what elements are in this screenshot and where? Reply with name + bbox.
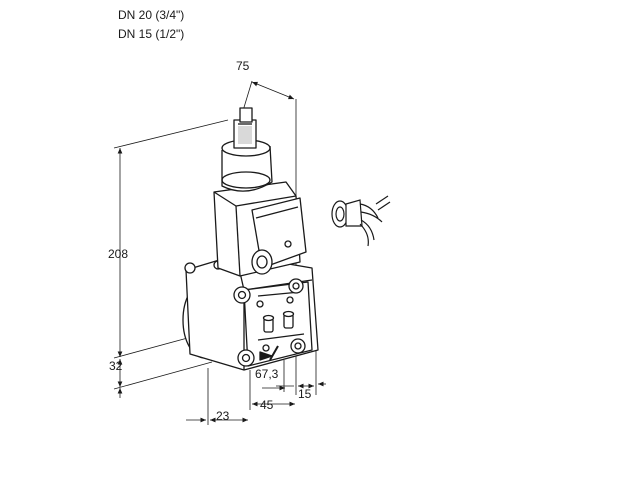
dimension-labels: 75 208 32 67,3 15 45 23 — [108, 59, 312, 423]
dim-label-67-3: 67,3 — [255, 367, 279, 381]
dim-label-15: 15 — [298, 387, 312, 401]
title-line-dn20: DN 20 (3/4") — [118, 8, 185, 22]
plug-cable-wires — [359, 203, 383, 247]
dim-label-23: 23 — [216, 409, 230, 423]
flow-arrow-icon — [259, 351, 273, 361]
title-line-dn15: DN 15 (1/2") — [118, 27, 185, 41]
solenoid-actuator — [213, 107, 307, 277]
adjusting-cap — [239, 107, 253, 123]
actuator-stem — [221, 145, 273, 192]
dim-label-75: 75 — [236, 59, 250, 73]
dim-label-32: 32 — [109, 359, 123, 373]
dim-label-208: 208 — [108, 247, 128, 261]
connector-plug-with-cable — [331, 195, 391, 247]
dim-label-45: 45 — [260, 398, 274, 412]
bolt-rear-left — [184, 262, 196, 274]
